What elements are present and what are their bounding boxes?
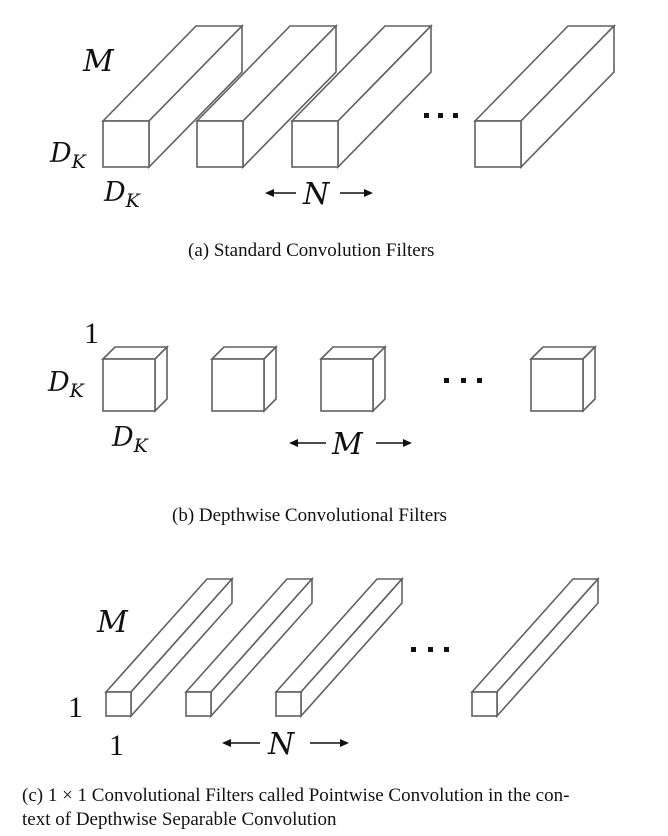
filter-side-face xyxy=(582,345,596,413)
panel-c-caption-line2: text of Depthwise Separable Convolution xyxy=(22,809,337,830)
panel-a-depth-label: M xyxy=(82,44,115,79)
panel-b-depthwise-filters xyxy=(101,345,597,413)
filter-front-face xyxy=(474,120,522,168)
standard-filter-3 xyxy=(290,24,433,169)
panel-b-height-label: DK xyxy=(47,367,86,402)
panel-c-pointwise-filters xyxy=(104,576,600,719)
panel-b-depth-label: 1 xyxy=(84,317,99,350)
standard-filter-4 xyxy=(473,24,616,169)
panel-c-caption-line1: (c) 1 × 1 Convolutional Filters called P… xyxy=(22,785,570,806)
right-arrowhead-icon xyxy=(364,189,373,197)
filter-side-face xyxy=(263,345,277,413)
panel-b-ellipsis xyxy=(444,378,482,383)
filter-front-face xyxy=(471,691,498,717)
standard-filter-1 xyxy=(101,24,244,169)
depthwise-filter-4 xyxy=(529,345,597,413)
filter-front-face xyxy=(196,120,244,168)
panel-a-count-label: N xyxy=(302,177,331,212)
panel-c-width-label: 1 xyxy=(109,729,124,762)
pointwise-filter-3 xyxy=(274,576,404,719)
pointwise-filter-1 xyxy=(104,576,234,719)
filter-front-face xyxy=(102,358,156,412)
panel-c-depth-label: M xyxy=(96,605,129,640)
left-arrowhead-icon xyxy=(289,439,298,447)
depthwise-filter-2 xyxy=(210,345,278,413)
pointwise-filter-2 xyxy=(184,576,314,719)
panel-a-count-indicator: N xyxy=(265,177,373,212)
panel-b-caption: (b) Depthwise Convolutional Filters xyxy=(172,505,447,526)
filter-front-face xyxy=(105,691,132,717)
panel-a-standard-filters xyxy=(101,24,616,169)
filter-front-face xyxy=(102,120,150,168)
right-arrowhead-icon xyxy=(340,739,349,747)
panel-b-width-label: DK xyxy=(111,422,150,457)
filter-front-face xyxy=(185,691,212,717)
panel-c-height-label: 1 xyxy=(68,691,83,724)
filter-front-face xyxy=(530,358,584,412)
panel-c-count-indicator: N xyxy=(222,727,349,762)
standard-filter-2 xyxy=(195,24,338,169)
depthwise-filter-3 xyxy=(319,345,387,413)
panel-a-height-label: DK xyxy=(49,138,88,173)
panel-a-width-label: DK xyxy=(103,177,142,212)
depthwise-filter-1 xyxy=(101,345,169,413)
filter-side-face xyxy=(154,345,168,413)
filter-top-face xyxy=(470,578,600,693)
panel-b-count-label: M xyxy=(331,427,364,462)
right-arrowhead-icon xyxy=(403,439,412,447)
panel-a-ellipsis xyxy=(424,113,458,118)
panel-c-count-label: N xyxy=(267,727,296,762)
panel-b-count-indicator: M xyxy=(289,427,412,462)
panel-c-ellipsis xyxy=(411,647,449,652)
filter-front-face xyxy=(291,120,339,168)
filter-front-face xyxy=(320,358,374,412)
panel-a-caption: (a) Standard Convolution Filters xyxy=(188,240,435,261)
filter-front-face xyxy=(211,358,265,412)
filter-side-face xyxy=(372,345,386,413)
left-arrowhead-icon xyxy=(222,739,231,747)
filter-front-face xyxy=(275,691,302,717)
left-arrowhead-icon xyxy=(265,189,274,197)
pointwise-filter-4 xyxy=(470,576,600,719)
